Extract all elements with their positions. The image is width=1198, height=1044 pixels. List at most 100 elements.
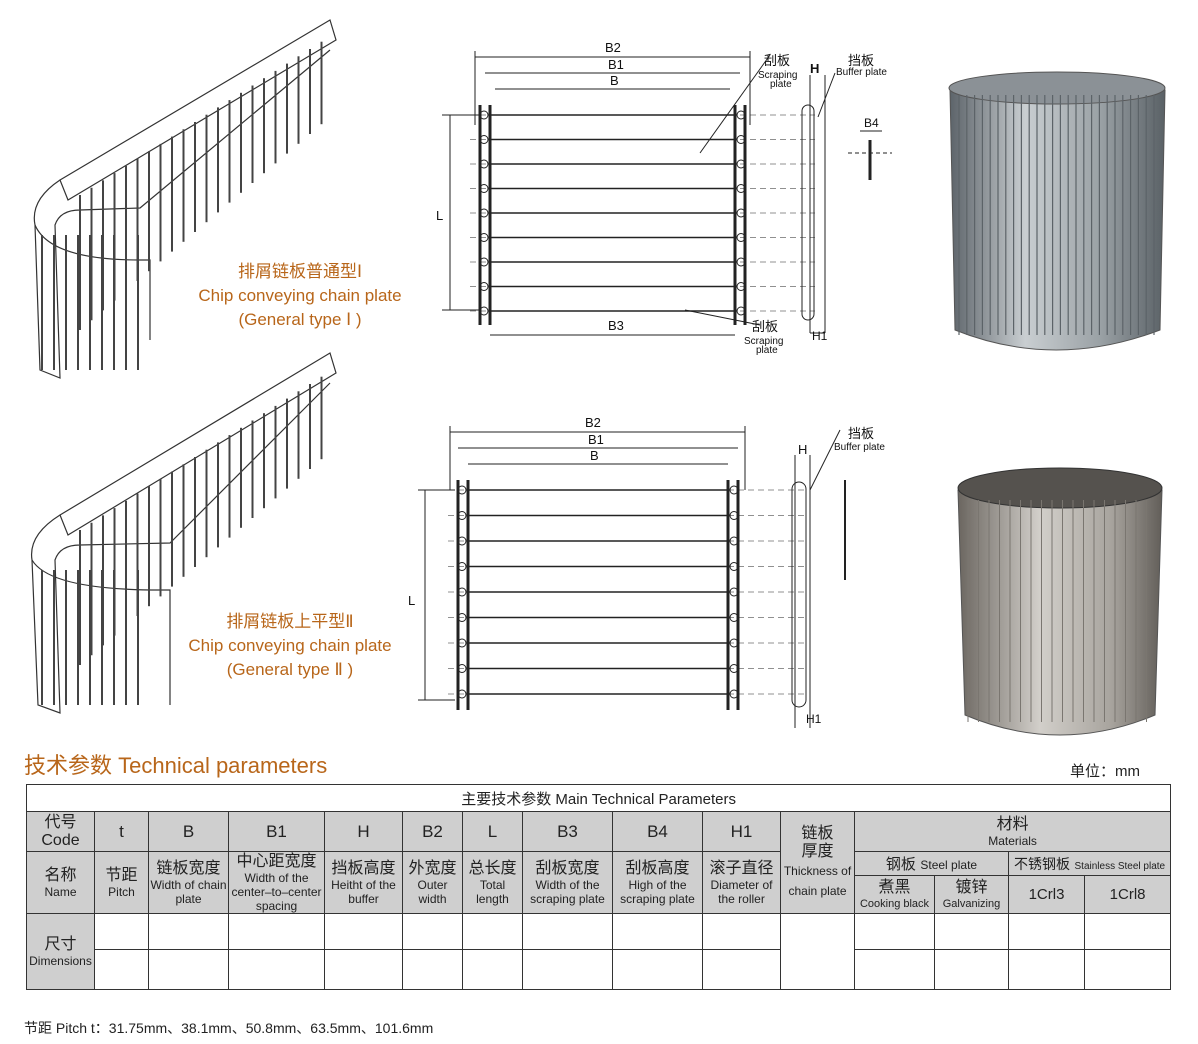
- code-h: H: [324, 811, 403, 852]
- stainless-en: Stainless Steel plate: [1074, 860, 1166, 872]
- value-cell[interactable]: [94, 949, 149, 990]
- value-cell[interactable]: [854, 949, 935, 990]
- code-b3: B3: [522, 811, 613, 852]
- roller-mark: [736, 306, 746, 316]
- dim-en: Dimensions: [29, 953, 92, 968]
- label-b4: B4: [864, 116, 879, 130]
- roller-mark: [729, 689, 739, 699]
- roller-mark: [729, 511, 739, 520]
- roller-mark: [479, 208, 489, 218]
- value-cell[interactable]: [934, 949, 1009, 990]
- roller-mark: [729, 638, 739, 648]
- value-cell[interactable]: [702, 949, 781, 990]
- name-l-zh: 总长度: [468, 859, 517, 877]
- roller-mark: [479, 135, 489, 144]
- caption-type1-zh: 排屑链板普通型Ⅰ: [237, 262, 362, 281]
- value-cell[interactable]: [94, 913, 149, 950]
- value-cell[interactable]: [934, 913, 1009, 950]
- code-b2: B2: [402, 811, 463, 852]
- value-cell[interactable]: [462, 913, 523, 950]
- value-cell[interactable]: [522, 949, 613, 990]
- roller-mark: [479, 257, 489, 267]
- value-cell[interactable]: [612, 913, 703, 950]
- steel-plate-cell: 钢板 Steel plate: [854, 851, 1009, 876]
- technical-drawing-type2: B2 B1 B L H H1 挡板 Buffer plate: [408, 415, 885, 728]
- value-cell[interactable]: [1008, 949, 1085, 990]
- value-cell[interactable]: [402, 949, 463, 990]
- value-cell[interactable]: [780, 913, 855, 990]
- code-b4: B4: [612, 811, 703, 852]
- parameters-table: 主要技术参数 Main Technical Parameters 代号 Code…: [25, 784, 1172, 990]
- label-b: B: [610, 73, 619, 88]
- pitch-footer: 节距 Pitch t：31.75mm、38.1mm、50.8mm、63.5mm、…: [24, 1020, 434, 1036]
- table-name-row-bottom: 煮黑 Cooking black 镀锌 Galvanizing 1Crl3 1C…: [27, 875, 1172, 914]
- roller-mark: [457, 638, 467, 648]
- roller-mark: [479, 282, 489, 291]
- value-cell[interactable]: [228, 949, 325, 990]
- unit-label: 单位：mm: [1070, 763, 1140, 780]
- label-buffer-zh-top: 挡板: [848, 53, 874, 68]
- value-cell[interactable]: [228, 913, 325, 950]
- caption-type2-en: Chip conveying chain plate: [188, 636, 392, 655]
- value-cell[interactable]: [1008, 913, 1085, 950]
- name-pitch-zh: 节距: [105, 866, 138, 884]
- value-cell[interactable]: [148, 949, 229, 990]
- name-b1-zh: 中心距宽度: [236, 852, 317, 870]
- roller-mark: [457, 613, 467, 622]
- value-cell[interactable]: [522, 913, 613, 950]
- galv-zh: 镀锌: [955, 878, 988, 896]
- value-cell[interactable]: [324, 949, 403, 990]
- label-l: L: [436, 208, 443, 223]
- value-cell[interactable]: [324, 913, 403, 950]
- code-zh: 代号: [44, 813, 77, 831]
- roller-mark: [457, 562, 467, 571]
- label-h1-t2: H1: [806, 712, 822, 726]
- caption-type2: 排屑链板上平型Ⅱ Chip conveying chain plate (Gen…: [170, 610, 410, 682]
- value-cell[interactable]: [854, 913, 935, 950]
- caption-type1-en: Chip conveying chain plate: [198, 286, 402, 305]
- value-cell[interactable]: [148, 913, 229, 950]
- roller-mark: [457, 536, 467, 546]
- label-b3: B3: [608, 318, 624, 333]
- code-h1: H1: [702, 811, 781, 852]
- value-cell[interactable]: [402, 913, 463, 950]
- value-cell[interactable]: [462, 949, 523, 990]
- label-scraping-zh-bottom: 刮板: [752, 319, 778, 334]
- thickness-cell: 链板厚度 Thickness of chain plate: [780, 811, 855, 914]
- chain-isometric-type2: [30, 352, 337, 714]
- name-h1-en: Diameter of the roller: [710, 877, 773, 906]
- name-en: Name: [44, 884, 77, 899]
- name-b2-zh: 外宽度: [408, 859, 457, 877]
- roller-mark: [457, 664, 467, 673]
- value-cell[interactable]: [612, 949, 703, 990]
- materials-zh: 材料: [996, 815, 1029, 833]
- materials-en: Materials: [988, 833, 1037, 848]
- label-buffer-en-t2: Buffer plate: [834, 442, 885, 453]
- code-t: t: [94, 811, 149, 852]
- code-l: L: [462, 811, 523, 852]
- label-h-t2: H: [798, 442, 807, 457]
- label-b1: B1: [608, 57, 624, 72]
- value-cell[interactable]: [702, 913, 781, 950]
- value-cell[interactable]: [1083, 913, 1172, 950]
- label-scraping-en1-top: Scraping: [758, 70, 797, 81]
- chain-isometric-type1: [33, 19, 337, 379]
- crl8-cell: 1Crl8: [1083, 875, 1172, 914]
- roller-mark: [457, 485, 467, 495]
- materials-cell: 材料 Materials: [853, 811, 1172, 852]
- label-buffer-en-top: Buffer plate: [836, 67, 887, 78]
- section-title: 技术参数 Technical parameters: [24, 753, 328, 778]
- roller-mark: [729, 536, 739, 546]
- galv-en: Galvanizing: [942, 897, 1001, 910]
- name-label-cell: 名称 Name: [26, 851, 95, 914]
- caption-type2-zh: 排屑链板上平型Ⅱ: [226, 612, 354, 631]
- value-cell[interactable]: [1083, 949, 1172, 990]
- roller-mark: [729, 664, 739, 673]
- table-code-row: 代号 Code t B B1 H B2 L B3 B4 H1 链板厚度 Thic…: [26, 811, 1172, 914]
